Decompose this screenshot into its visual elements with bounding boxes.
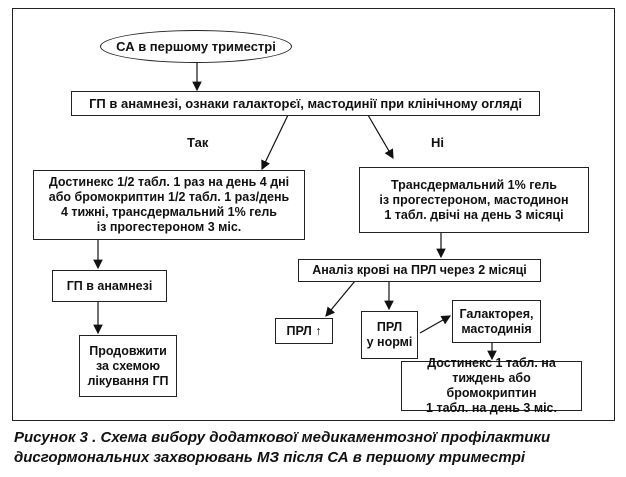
final-line: 1 табл. на день 3 міс. [426, 401, 557, 415]
no-line: із прогестероном, мастодинон [379, 192, 569, 207]
caption-line: дисгормональних захворювань МЗ після СА … [14, 449, 526, 466]
yes-line: Достинекс 1/2 табл. 1 раз на день 4 дні [48, 175, 290, 189]
yes-line: 4 тижні, трансдермальний 1% гель [60, 205, 277, 219]
gp-history-box: ГП в анамнезі [52, 270, 167, 302]
diagram-frame [12, 8, 615, 421]
analysis-box: Аналіз крові на ПРЛ через 2 місяці [298, 259, 541, 282]
arrow-analysis-to-prl-high [325, 280, 356, 317]
galactorrhea-box: Галакторея, мастодинія [452, 300, 541, 343]
history-text: ГП в анамнезі, ознаки галакторєї, мастод… [89, 96, 522, 111]
continue-box: Продовжити за схемою лікування ГП [79, 335, 177, 397]
prl-normal-line: ПРЛ [376, 320, 403, 334]
gp-history-text: ГП в анамнезі [66, 278, 153, 293]
caption-line: Рисунок 3 . Схема вибору додаткової меди… [14, 429, 551, 446]
no-line: Трансдермальний 1% гель [391, 177, 557, 192]
start-text: СА в першому триместрі [116, 39, 276, 54]
prl-normal-box: ПРЛ у нормі [361, 311, 418, 359]
continue-line: за схемою [95, 358, 161, 373]
flow-arrows [93, 62, 497, 361]
final-line: тиждень або бромокриптин [446, 371, 537, 400]
final-treatment-box: Достинекс 1 табл. на тиждень або бромокр… [401, 356, 582, 415]
arrow-prl-normal-to-galact [419, 315, 452, 334]
arrow-history-to-yes [261, 114, 289, 171]
label-no: Ні [431, 135, 444, 150]
continue-line: Продовжити [89, 343, 167, 358]
start-oval: СА в першому триместрі [100, 30, 292, 63]
arrow-history-to-no [367, 114, 394, 160]
prl-high-text: ПРЛ ↑ [286, 323, 322, 338]
no-treatment-box: Трансдермальний 1% гель із прогестероном… [359, 167, 589, 233]
galactorrhea-line: Галакторея, [459, 306, 534, 321]
no-line: 1 табл. двічі на день 3 місяці [384, 207, 564, 222]
figure-caption: Рисунок 3 . Схема вибору додаткової меди… [14, 428, 614, 468]
history-box: ГП в анамнезі, ознаки галакторєї, мастод… [71, 91, 540, 116]
analysis-text: Аналіз крові на ПРЛ через 2 місяці [312, 263, 527, 277]
final-line: Достинекс 1 табл. на [427, 356, 556, 370]
prl-normal-line: у нормі [366, 335, 413, 349]
label-yes: Так [187, 135, 209, 150]
yes-line: або бромокриптин 1/2 табл. 1 раз/день [48, 190, 290, 204]
galactorrhea-line: мастодинія [461, 321, 532, 336]
yes-line: із прогестероном 3 міс. [96, 220, 242, 234]
yes-treatment-box: Достинекс 1/2 табл. 1 раз на день 4 дні … [33, 170, 305, 240]
continue-line: лікування ГП [87, 373, 169, 388]
prl-high-box: ПРЛ ↑ [275, 318, 333, 344]
